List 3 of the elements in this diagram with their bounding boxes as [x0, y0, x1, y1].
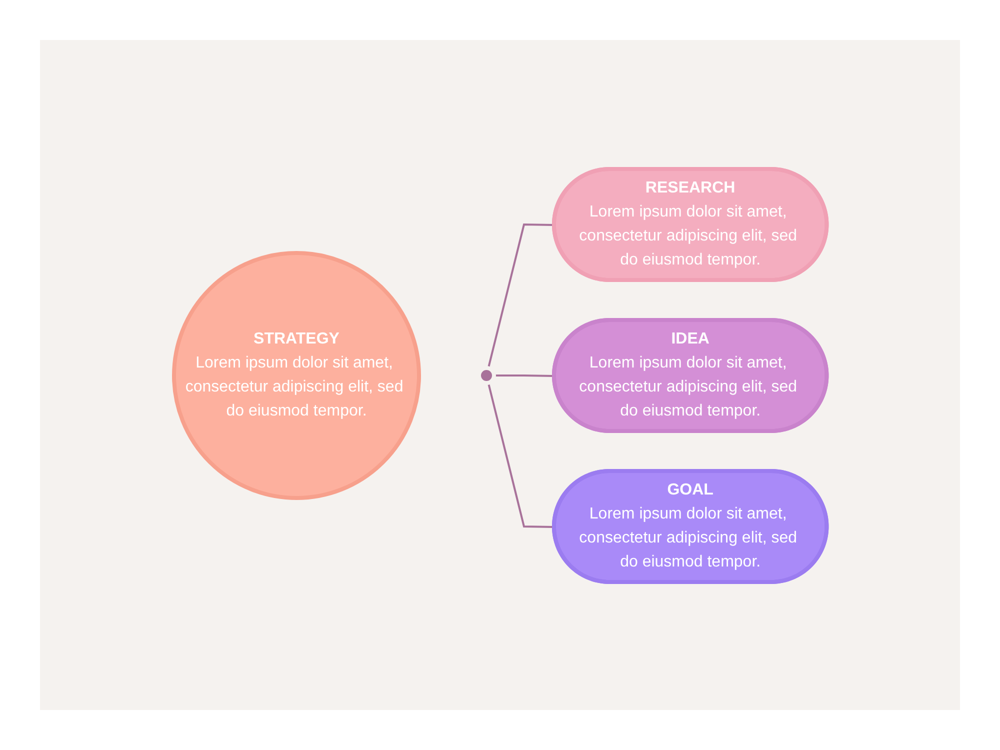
connector [486, 222, 554, 368]
connector [486, 382, 554, 528]
node-circle: STRATEGY Lorem ipsum dolor sit amet, consectetur adipiscing elit, sed do eiusmod tempor. [172, 250, 421, 500]
